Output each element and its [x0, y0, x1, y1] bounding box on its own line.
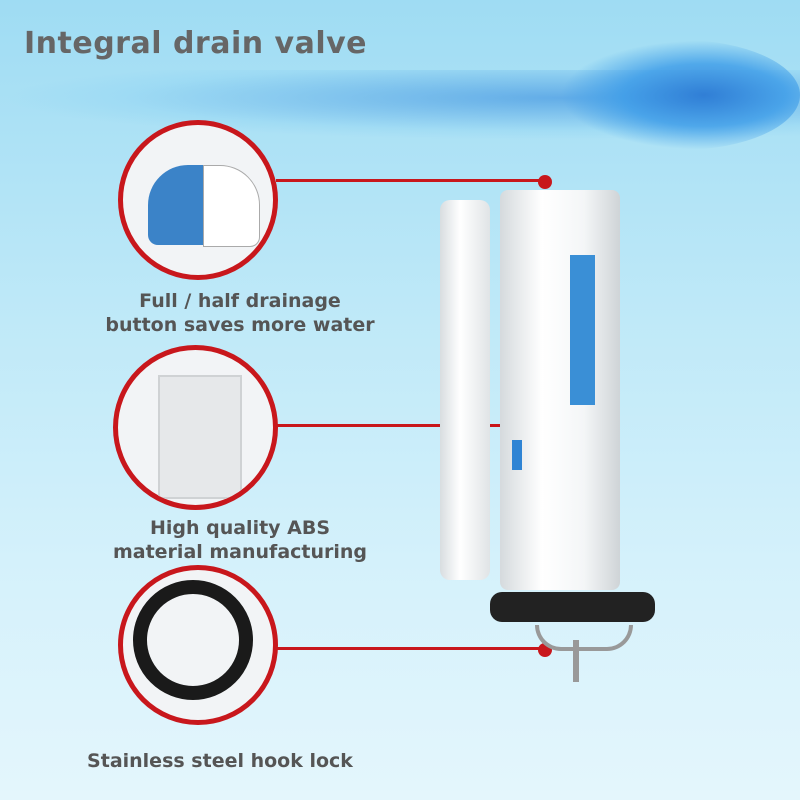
steel-hook-closeup	[118, 565, 278, 725]
water-splash	[560, 40, 800, 150]
dual-flush-button-closeup	[118, 120, 278, 280]
rubber-seal	[133, 580, 253, 700]
valve-blue-slider	[570, 255, 595, 405]
steel-hook	[535, 625, 633, 651]
caption-line: button saves more water	[105, 314, 375, 336]
half-flush-half	[203, 165, 260, 247]
valve-body	[500, 190, 620, 590]
full-flush-half	[148, 165, 203, 245]
valve-blue-clip	[512, 440, 522, 470]
pointer-line-2	[276, 424, 545, 427]
pointer-line-3	[276, 647, 545, 650]
abs-panel	[158, 375, 242, 499]
caption-line: High quality ABS	[149, 517, 331, 539]
feature-caption-3: Stainless steel hook lock	[50, 749, 390, 773]
abs-material-closeup	[113, 345, 278, 510]
valve-seal-ring	[490, 592, 655, 622]
steel-pin	[573, 640, 579, 682]
feature-caption-2: High quality ABS material manufacturing	[90, 516, 390, 564]
feature-caption-1: Full / half drainage button saves more w…	[90, 289, 390, 337]
pointer-dot-1	[538, 175, 552, 189]
page-title: Integral drain valve	[24, 26, 368, 61]
caption-line: Full / half drainage	[139, 290, 341, 312]
caption-line: material manufacturing	[112, 541, 368, 563]
caption-line: Stainless steel hook lock	[87, 750, 353, 772]
pointer-line-1	[276, 179, 545, 182]
overflow-tube	[440, 200, 490, 580]
